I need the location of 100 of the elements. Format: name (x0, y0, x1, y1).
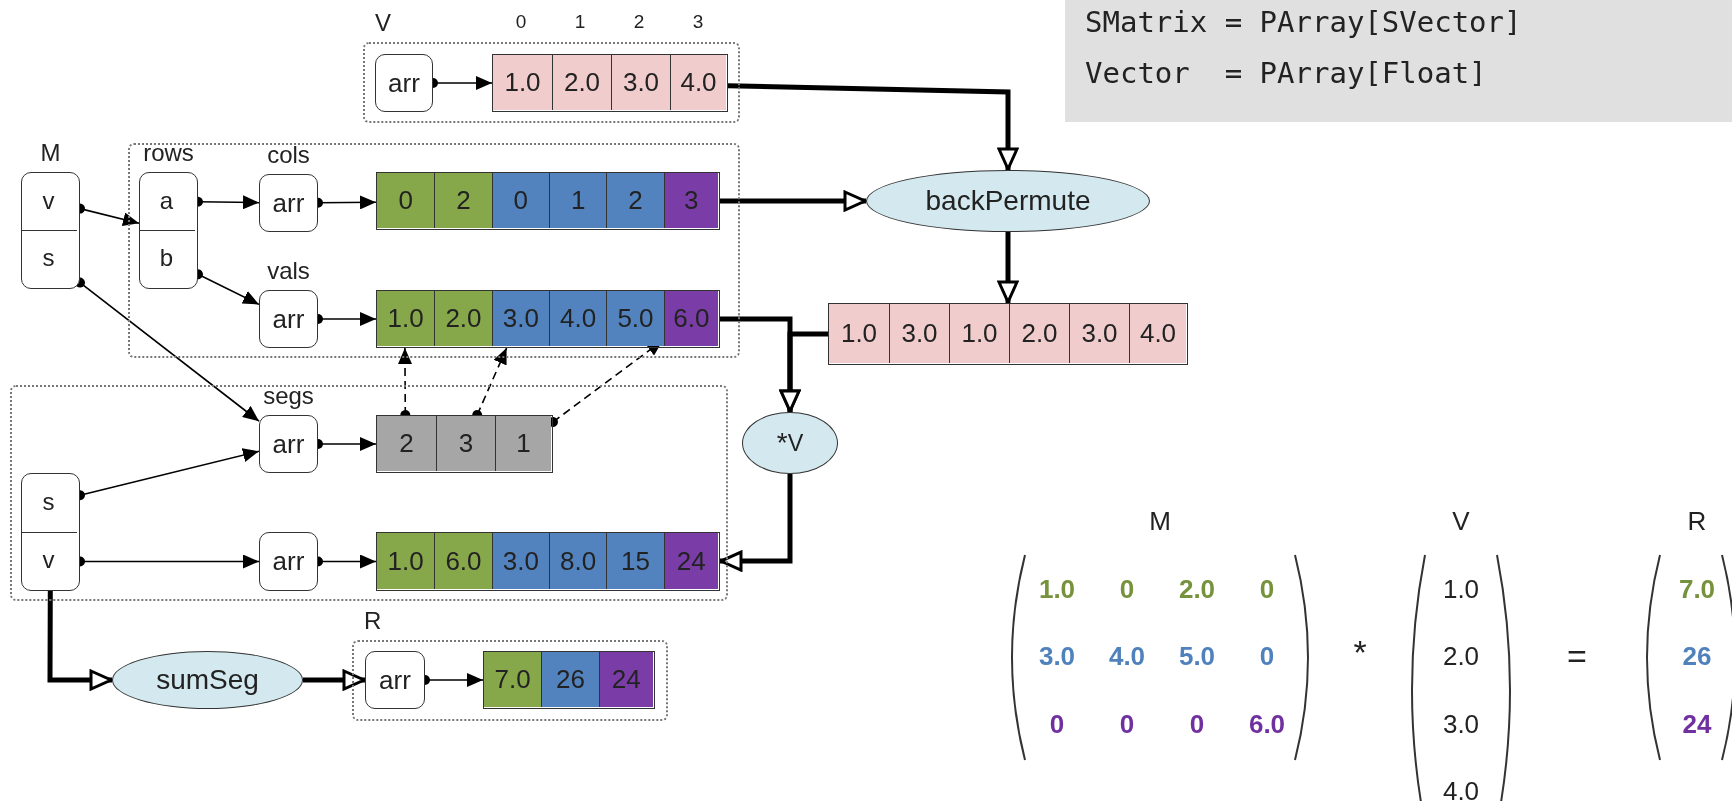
pointer-box: arr (259, 532, 318, 591)
array-bar (376, 172, 720, 230)
matrix-entry: 0 (1259, 640, 1275, 672)
array-cell: 1.0 (949, 304, 1009, 363)
array-cell: 1.0 (829, 304, 889, 363)
pointer-heading: segs (263, 381, 314, 411)
arrow (727, 83, 1019, 171)
arrow (997, 232, 1019, 304)
array-cell: 5.0 (606, 291, 664, 346)
matrix-entry: 2.0 (1442, 640, 1480, 672)
index-number: 1 (574, 11, 586, 33)
arrow (47, 591, 113, 691)
record-heading: rows (143, 138, 194, 168)
pointer-box: arr (259, 174, 318, 232)
pointer-box: arr (259, 290, 318, 348)
matrix-entry: 0 (1119, 708, 1135, 740)
arrow (779, 331, 828, 413)
array-bar (828, 303, 1188, 365)
array-cell: 1.0 (377, 291, 435, 346)
array-cell: 3 (436, 416, 495, 471)
array-cell: 4.0 (1129, 304, 1186, 363)
matrix-heading: M (1149, 505, 1171, 537)
array-cell: 2 (606, 173, 664, 228)
array-cell: 4.0 (670, 55, 726, 110)
array-cell: 7.0 (484, 652, 542, 707)
operator-sign: = (1567, 636, 1587, 676)
array-cell: 0 (377, 173, 435, 228)
array-bar (492, 54, 728, 112)
dotted-frame (128, 143, 740, 358)
record-field: s (20, 230, 77, 286)
matrix-entry: 26 (1682, 640, 1712, 672)
array-cell: 8.0 (549, 533, 607, 589)
array-cell: 0 (491, 173, 549, 228)
matrix-entry: 0 (1049, 708, 1065, 740)
arrow (719, 474, 793, 572)
arrow (720, 190, 867, 212)
matrix-entry: 4.0 (1442, 775, 1480, 801)
operator-sign: * (1353, 632, 1367, 672)
matrix-entry: 5.0 (1178, 640, 1216, 672)
array-cell: 24 (663, 533, 718, 589)
array-cell: 3.0 (1069, 304, 1129, 363)
array-cell: 2.0 (434, 291, 492, 346)
index-number: 3 (692, 11, 704, 33)
array-cell: 2 (434, 173, 492, 228)
pointer-box: arr (365, 651, 425, 709)
pointer-box: arr (259, 415, 318, 473)
matrix-heading: V (1452, 505, 1470, 537)
arrow (75, 277, 260, 422)
matrix-entry: 1.0 (1038, 573, 1076, 605)
matrix-entry: 6.0 (1248, 708, 1286, 740)
array-cell: 3.0 (611, 55, 670, 110)
matrix-entry: 3.0 (1038, 640, 1076, 672)
array-cell: 15 (606, 533, 664, 589)
operation-ellipse: sumSeg (112, 651, 303, 709)
matrix-entry: 3.0 (1442, 708, 1480, 740)
pointer-heading: vals (267, 256, 310, 286)
record-field: v (20, 171, 77, 230)
array-bar (483, 651, 655, 709)
array-cell: 6.0 (663, 291, 718, 346)
group-heading: V (375, 8, 391, 38)
operation-ellipse: backPermute (866, 170, 1150, 232)
array-cell: 1 (495, 416, 551, 471)
matrix-entry: 0 (1119, 573, 1135, 605)
record-field: s (20, 472, 77, 532)
code-line: SMatrix = PArray[SVector] (1085, 4, 1522, 41)
array-cell: 2.0 (552, 55, 611, 110)
record-field: v (20, 531, 77, 588)
code-line: Vector = PArray[Float] (1085, 55, 1487, 92)
pointer-box: arr (375, 54, 433, 112)
arrow (303, 669, 366, 691)
array-bar (376, 415, 553, 473)
pointer-heading: cols (267, 140, 310, 170)
record-heading: M (40, 138, 61, 168)
array-cell: 24 (598, 652, 653, 707)
matrix-entry: 4.0 (1108, 640, 1146, 672)
array-cell: 3.0 (491, 533, 549, 589)
index-number: 2 (633, 11, 645, 33)
matrix-entry: 2.0 (1178, 573, 1216, 605)
matrix-entry: 7.0 (1678, 573, 1716, 605)
array-cell: 2 (377, 416, 436, 471)
matrix-heading: R (1687, 505, 1707, 537)
array-cell: 6.0 (434, 533, 492, 589)
group-heading: R (364, 606, 382, 636)
array-cell: 1 (549, 173, 607, 228)
matrix-entry: 24 (1682, 708, 1712, 740)
array-cell: 4.0 (549, 291, 607, 346)
array-cell: 3 (663, 173, 718, 228)
array-cell: 26 (541, 652, 599, 707)
record-field: b (138, 230, 195, 286)
array-bar (376, 532, 720, 591)
matrix-entry: 0 (1189, 708, 1205, 740)
matrix-entry: 0 (1259, 573, 1275, 605)
dotted-frame (10, 385, 728, 601)
record-field: a (138, 171, 195, 230)
array-bar (376, 290, 720, 348)
array-cell: 3.0 (491, 291, 549, 346)
array-cell: 1.0 (377, 533, 435, 589)
array-cell: 2.0 (1009, 304, 1069, 363)
array-cell: 1.0 (493, 55, 552, 110)
array-cell: 3.0 (889, 304, 949, 363)
